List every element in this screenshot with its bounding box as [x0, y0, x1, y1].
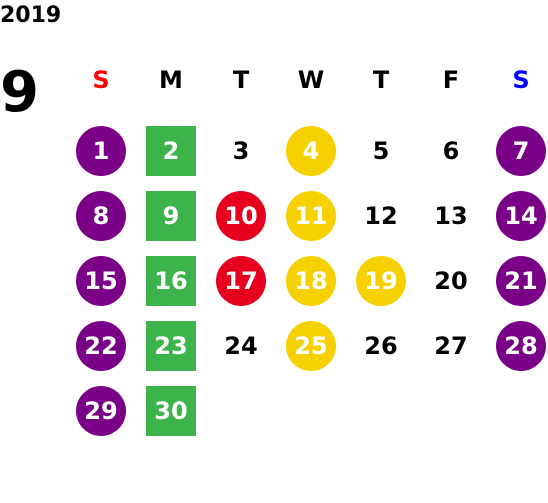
day-number: 26 [364, 331, 398, 360]
calendar-day[interactable]: 12 [346, 183, 416, 248]
calendar-day[interactable]: 9 [136, 183, 206, 248]
calendar-day[interactable]: 6 [416, 118, 486, 183]
calendar-day[interactable]: 22 [66, 313, 136, 378]
day-number: 16 [146, 255, 196, 306]
day-number: 9 [146, 190, 196, 241]
calendar-day[interactable]: 20 [416, 248, 486, 313]
day-number: 20 [434, 266, 468, 295]
day-number: 25 [286, 320, 336, 371]
day-number: 27 [434, 331, 468, 360]
weekday-header: T [372, 66, 390, 94]
calendar-day[interactable]: 24 [206, 313, 276, 378]
calendar-day[interactable]: 30 [136, 378, 206, 443]
day-number: 15 [76, 255, 126, 306]
calendar-day[interactable]: 13 [416, 183, 486, 248]
calendar-day[interactable]: 11 [276, 183, 346, 248]
calendar-day[interactable]: 28 [486, 313, 548, 378]
day-number: 23 [146, 320, 196, 371]
day-number: 11 [286, 190, 336, 241]
day-number: 7 [496, 125, 546, 176]
day-number: 13 [434, 201, 468, 230]
calendar-day[interactable]: 15 [66, 248, 136, 313]
calendar-day[interactable]: 23 [136, 313, 206, 378]
weekday-header: S [92, 66, 110, 94]
calendar-day[interactable]: 5 [346, 118, 416, 183]
calendar-day[interactable]: 10 [206, 183, 276, 248]
day-number: 4 [286, 125, 336, 176]
day-number: 21 [496, 255, 546, 306]
day-number: 19 [356, 255, 406, 306]
calendar-day[interactable]: 4 [276, 118, 346, 183]
calendar-day[interactable]: 25 [276, 313, 346, 378]
weekday-header: T [232, 66, 250, 94]
calendar-day[interactable]: 3 [206, 118, 276, 183]
day-number: 1 [76, 125, 126, 176]
month-number: 9 [0, 60, 39, 125]
calendar-day[interactable]: 17 [206, 248, 276, 313]
calendar-day[interactable]: 7 [486, 118, 548, 183]
day-number: 29 [76, 385, 126, 436]
day-number: 2 [146, 125, 196, 176]
day-number: 3 [232, 136, 250, 165]
weekday-header: F [442, 66, 460, 94]
calendar-day[interactable]: 21 [486, 248, 548, 313]
calendar-day[interactable]: 29 [66, 378, 136, 443]
day-number: 5 [372, 136, 390, 165]
weekday-header: S [512, 66, 530, 94]
year-label: 2019 [0, 3, 62, 28]
day-number: 28 [496, 320, 546, 371]
weekday-header: W [297, 66, 325, 94]
day-number: 24 [224, 331, 258, 360]
weekday-header: M [159, 66, 183, 94]
day-number: 18 [286, 255, 336, 306]
day-number: 12 [364, 201, 398, 230]
day-number: 14 [496, 190, 546, 241]
day-number: 22 [76, 320, 126, 371]
calendar-day[interactable]: 14 [486, 183, 548, 248]
day-number: 6 [442, 136, 460, 165]
day-number: 10 [216, 190, 266, 241]
day-number: 17 [216, 255, 266, 306]
calendar-day[interactable]: 26 [346, 313, 416, 378]
calendar-day[interactable]: 18 [276, 248, 346, 313]
calendar-day[interactable]: 1 [66, 118, 136, 183]
calendar-day[interactable]: 27 [416, 313, 486, 378]
calendar-day[interactable]: 16 [136, 248, 206, 313]
day-number: 30 [146, 385, 196, 436]
day-number: 8 [76, 190, 126, 241]
calendar-day[interactable]: 19 [346, 248, 416, 313]
calendar-day[interactable]: 8 [66, 183, 136, 248]
calendar-day[interactable]: 2 [136, 118, 206, 183]
